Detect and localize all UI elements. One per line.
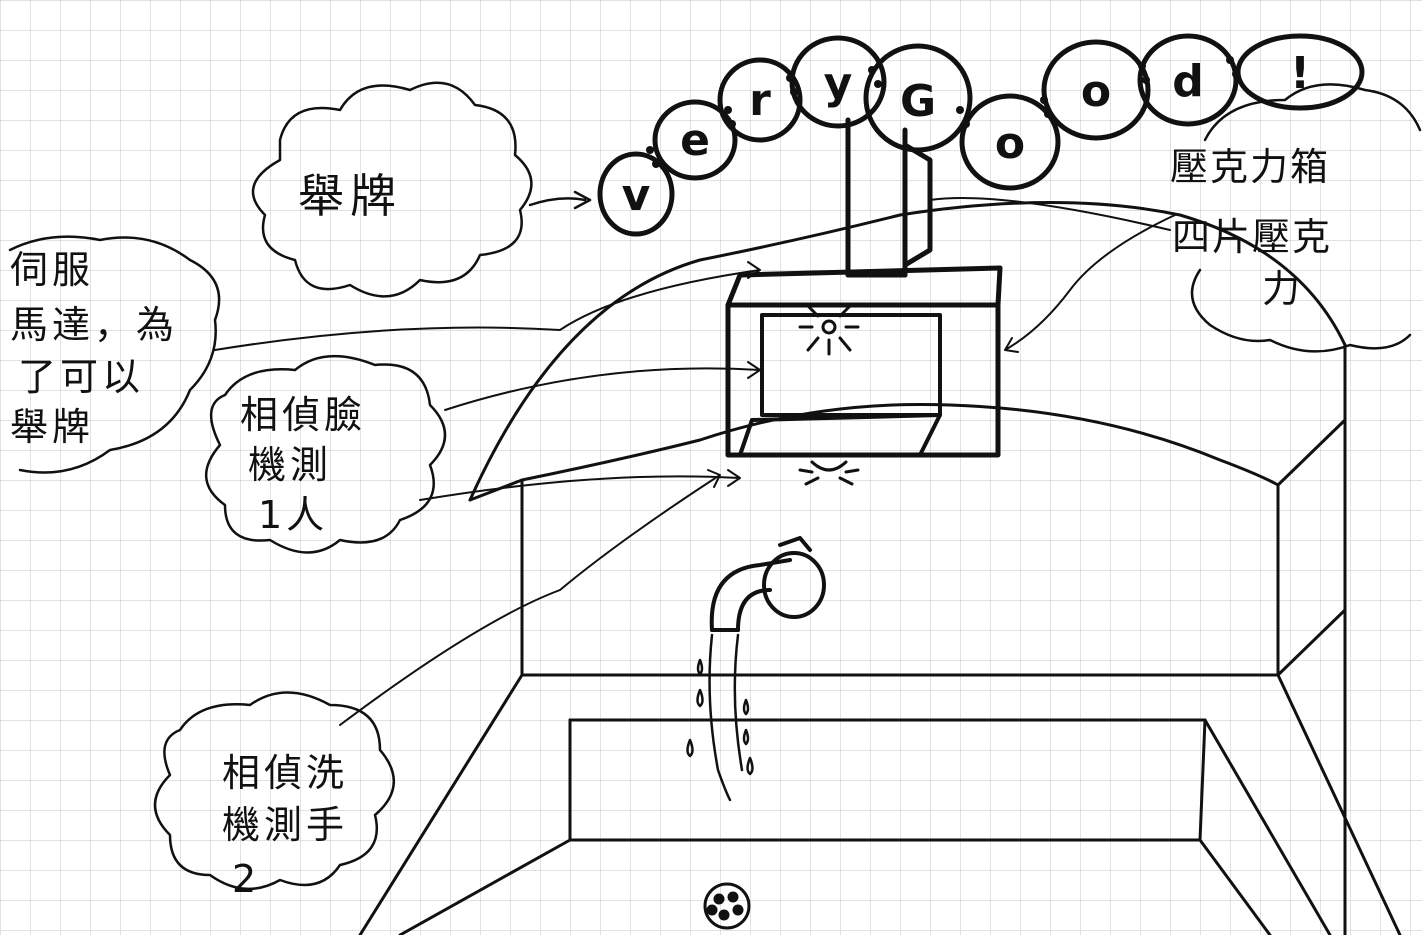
acrylic-note-line-1: 壓克力箱 — [1170, 145, 1330, 189]
face-camera-line-2: 機測 — [248, 443, 332, 487]
banner-letter-d: d — [1172, 56, 1204, 107]
hand-camera-line-3: 2 — [232, 857, 260, 901]
banner-letter-g: G — [900, 76, 936, 127]
face-camera-line-1: 相偵臉 — [240, 393, 366, 437]
servo-note-line-3: 了可以 — [18, 355, 144, 399]
acrylic-note-line-2: 四片壓克 — [1172, 215, 1332, 259]
servo-note-line-1: 伺服 — [10, 248, 94, 292]
servo-note-line-4: 舉牌 — [10, 405, 94, 449]
banner-letter-e: e — [680, 115, 710, 166]
banner-letter-o1: o — [995, 118, 1025, 169]
banner-letter-v: v — [622, 170, 651, 221]
hand-camera-line-2: 機測手 — [222, 803, 348, 847]
servo-note-line-2: 馬達，為 — [10, 303, 178, 347]
banner-letter-r: r — [749, 75, 771, 126]
face-camera-line-3: 1人 — [258, 493, 328, 537]
banner-letter-o2: o — [1081, 66, 1111, 117]
sign-cloud-line-1: 舉牌 — [298, 169, 402, 223]
acrylic-note-line-3: 力 — [1262, 267, 1302, 311]
banner-letter-y: y — [824, 58, 853, 109]
hand-camera-line-1: 相偵洗 — [222, 751, 348, 795]
